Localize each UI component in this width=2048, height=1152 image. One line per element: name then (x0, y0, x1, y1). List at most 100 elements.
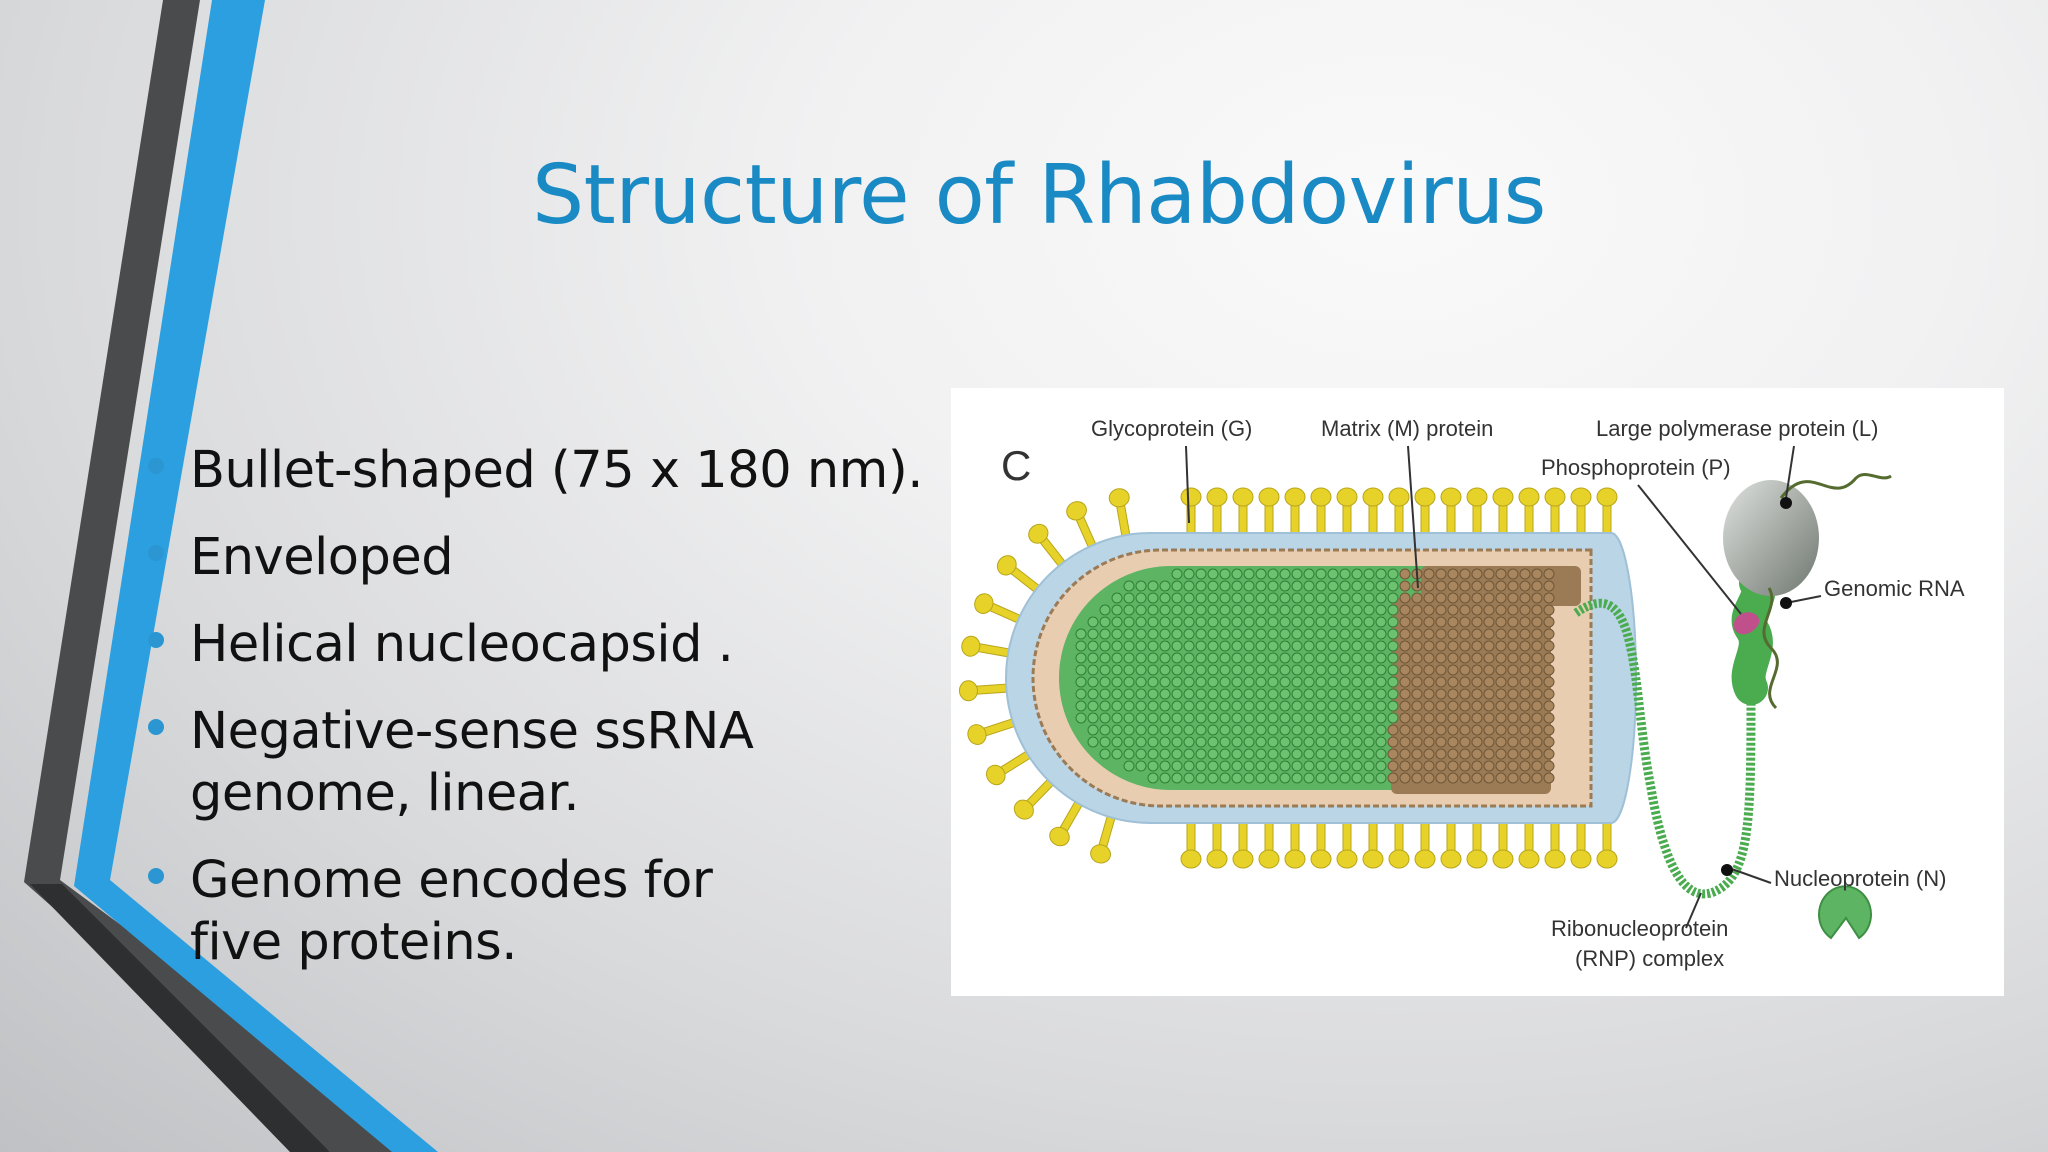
capsid-bead (1159, 628, 1171, 640)
capsid-bead (1231, 664, 1243, 676)
capsid-bead (1171, 580, 1183, 592)
capsid-bead (1423, 568, 1435, 580)
capsid-bead (1399, 688, 1411, 700)
capsid-bead (1315, 640, 1327, 652)
capsid-bead (1375, 628, 1387, 640)
capsid-bead (1255, 676, 1267, 688)
capsid-bead (1387, 592, 1399, 604)
capsid-bead (1435, 628, 1447, 640)
capsid-bead (1147, 628, 1159, 640)
capsid-bead (1387, 688, 1399, 700)
capsid-bead (1363, 640, 1375, 652)
capsid-bead (1303, 664, 1315, 676)
capsid-bead (1123, 628, 1135, 640)
capsid-bead (1387, 640, 1399, 652)
capsid-bead (1219, 568, 1231, 580)
capsid-bead (1447, 724, 1459, 736)
glycoprotein-spike (1492, 487, 1514, 536)
capsid-bead (1303, 712, 1315, 724)
capsid-bead (1399, 736, 1411, 748)
capsid-bead (1375, 652, 1387, 664)
glycoprotein-spike (1284, 820, 1306, 869)
capsid-bead (1447, 580, 1459, 592)
capsid-bead (1099, 652, 1111, 664)
capsid-bead (1231, 616, 1243, 628)
glycoprotein-spike (1108, 488, 1131, 537)
capsid-bead (1231, 640, 1243, 652)
capsid-bead (1255, 616, 1267, 628)
capsid-bead (1315, 604, 1327, 616)
capsid-bead (1291, 664, 1303, 676)
capsid-bead (1531, 712, 1543, 724)
capsid-bead (1123, 652, 1135, 664)
capsid-bead (1447, 700, 1459, 712)
capsid-bead (1135, 616, 1147, 628)
capsid-bead (1183, 712, 1195, 724)
capsid-bead (1255, 736, 1267, 748)
capsid-bead (1471, 592, 1483, 604)
capsid-bead (1171, 676, 1183, 688)
capsid-bead (1315, 592, 1327, 604)
capsid-bead (1243, 736, 1255, 748)
capsid-bead (1531, 700, 1543, 712)
capsid-bead (1147, 760, 1159, 772)
capsid-bead (1267, 616, 1279, 628)
capsid-bead (1267, 676, 1279, 688)
capsid-bead (1471, 736, 1483, 748)
capsid-bead (1147, 580, 1159, 592)
capsid-bead (1435, 580, 1447, 592)
capsid-bead (1171, 748, 1183, 760)
capsid-bead (1243, 568, 1255, 580)
capsid-bead (1087, 652, 1099, 664)
decor-lower-shadow (30, 884, 330, 1152)
capsid-bead (1495, 772, 1507, 784)
glycoprotein-spike (1596, 820, 1618, 869)
capsid-bead (1315, 772, 1327, 784)
capsid-bead (1339, 700, 1351, 712)
capsid-bead (1327, 760, 1339, 772)
capsid-bead (1363, 700, 1375, 712)
capsid-bead (1447, 760, 1459, 772)
glycoprotein-spike (1518, 820, 1540, 869)
capsid-bead (1471, 748, 1483, 760)
capsid-bead (1519, 748, 1531, 760)
capsid-bead (1183, 736, 1195, 748)
nucleocapsid-bead-grid (1075, 568, 1555, 784)
capsid-bead (1267, 688, 1279, 700)
glycoprotein-spike (1013, 778, 1054, 820)
capsid-bead (1531, 772, 1543, 784)
capsid-bead (1219, 676, 1231, 688)
capsid-bead (1387, 604, 1399, 616)
capsid-bead (1339, 616, 1351, 628)
capsid-bead (1435, 604, 1447, 616)
capsid-bead (1495, 580, 1507, 592)
capsid-bead (1279, 592, 1291, 604)
capsid-bead (1411, 748, 1423, 760)
capsid-bead (1339, 628, 1351, 640)
capsid-bead (1303, 568, 1315, 580)
capsid-bead (1147, 772, 1159, 784)
capsid-bead (1495, 592, 1507, 604)
capsid-bead (1171, 760, 1183, 772)
capsid-bead (1291, 748, 1303, 760)
capsid-bead (1291, 652, 1303, 664)
capsid-bead (1423, 772, 1435, 784)
capsid-bead (1099, 664, 1111, 676)
capsid-bead (1399, 568, 1411, 580)
capsid-bead (1435, 712, 1447, 724)
capsid-bead (1507, 616, 1519, 628)
capsid-bead (1267, 772, 1279, 784)
capsid-bead (1339, 736, 1351, 748)
capsid-bead (1255, 604, 1267, 616)
capsid-bead (1339, 604, 1351, 616)
capsid-bead (1351, 664, 1363, 676)
capsid-bead (1519, 640, 1531, 652)
glycoprotein-spike (1440, 487, 1462, 536)
capsid-bead (1195, 772, 1207, 784)
capsid-bead (1279, 628, 1291, 640)
capsid-bead (1363, 772, 1375, 784)
capsid-bead (1519, 580, 1531, 592)
capsid-bead (1387, 736, 1399, 748)
capsid-bead (1255, 664, 1267, 676)
capsid-bead (1243, 628, 1255, 640)
